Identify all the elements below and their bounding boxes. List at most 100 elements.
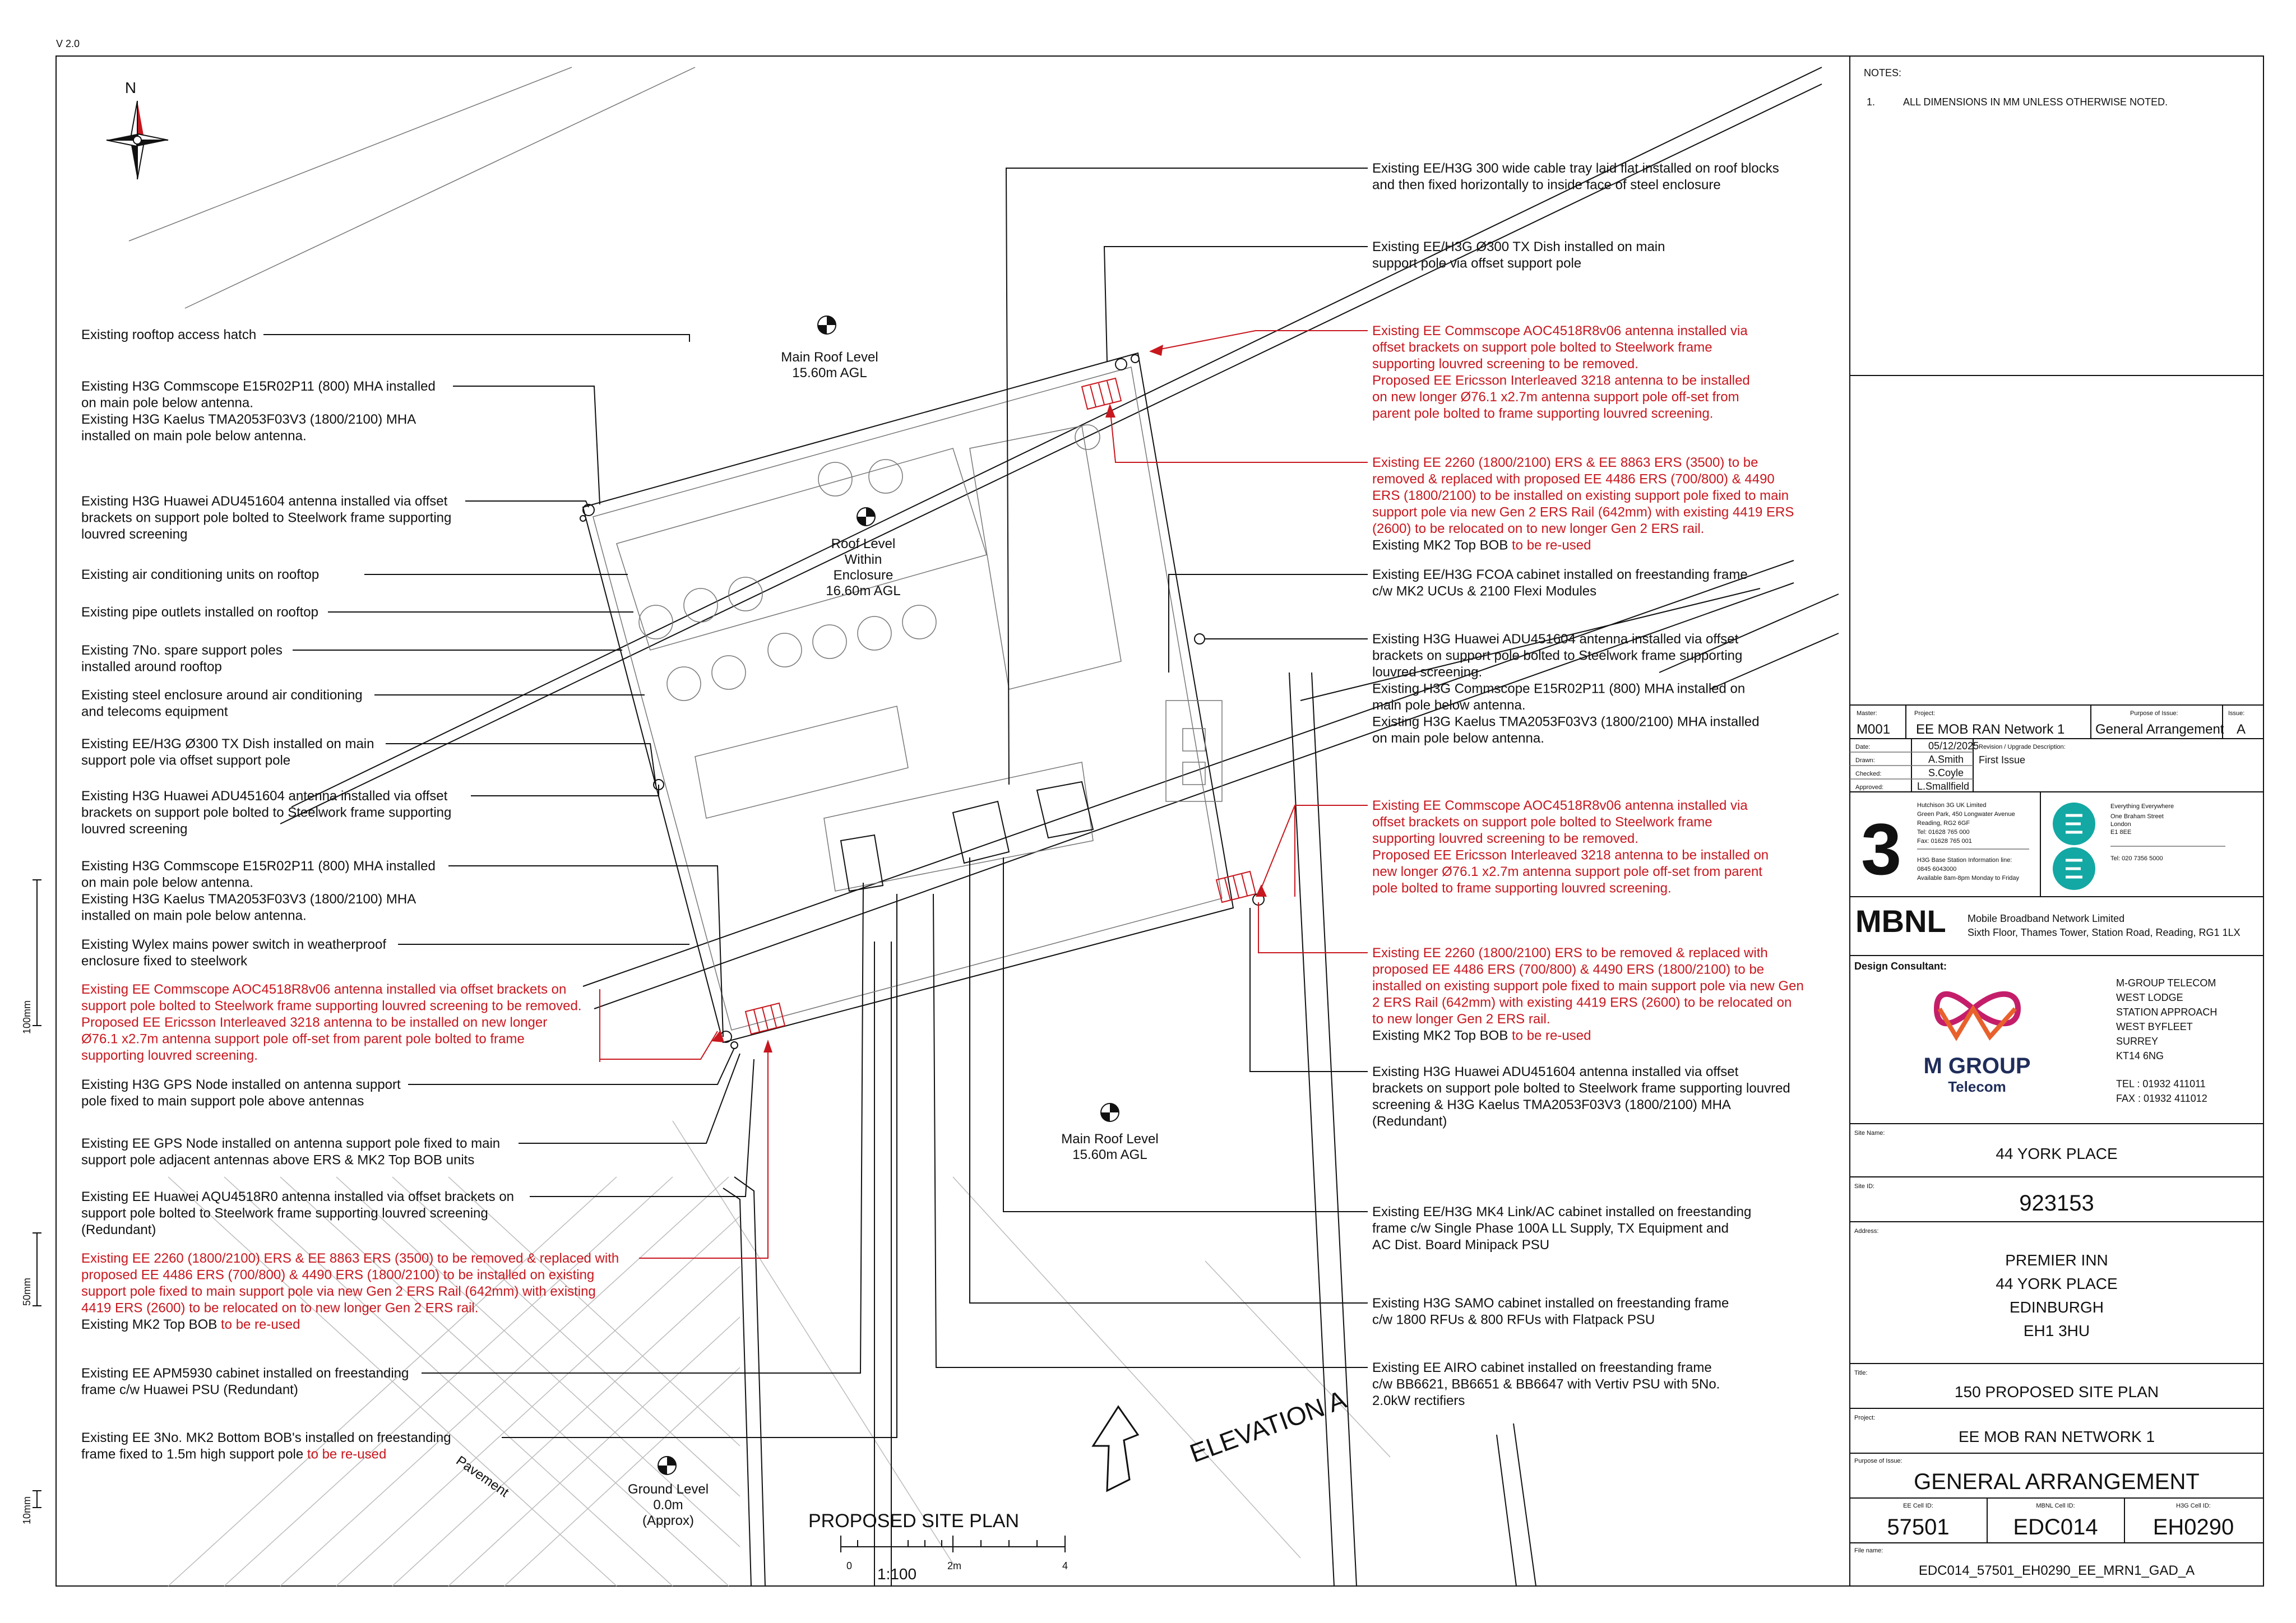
right-note-line: c/w MK2 UCUs & 2100 Flexi Modules: [1372, 584, 1596, 599]
right-note-line: Existing EE/H3G Ø300 TX Dish installed o…: [1372, 239, 1665, 254]
right-note-line: (Redundant): [1372, 1114, 1447, 1129]
right-note-line: frame c/w Single Phase 100A LL Supply, T…: [1372, 1221, 1729, 1236]
right-note-line: Existing H3G Huawei ADU451604 antenna in…: [1372, 632, 1739, 647]
svg-text:A.Smith: A.Smith: [1928, 754, 1964, 765]
leader-lines-right: [933, 168, 1368, 1368]
left-note-7: Existing steel enclosure around air cond…: [81, 688, 363, 720]
margin-scale-bars: 100mm 50mm 10mm: [21, 879, 41, 1524]
arrow-head: [1105, 404, 1115, 418]
left-note-line: Existing rooftop access hatch: [81, 327, 256, 342]
left-note-16: Existing EE 2260 (1800/2100) ERS & EE 88…: [81, 1251, 619, 1332]
left-note-line: installed on main pole below antenna.: [81, 429, 307, 444]
right-note-line: Existing EE Commscope AOC4518R8v06 anten…: [1372, 798, 1748, 813]
scale-tick-2m: 2m: [947, 1560, 961, 1571]
right-note-line: supporting louvred screening to be remov…: [1372, 356, 1638, 372]
left-note-line: louvred screening: [81, 527, 187, 542]
svg-text:EH1 3HU: EH1 3HU: [2024, 1322, 2090, 1339]
right-note-line: supporting louvred screening to be remov…: [1372, 831, 1638, 846]
left-note-line: brackets on support pole bolted to Steel…: [81, 805, 451, 820]
svg-text:STATION APPROACH: STATION APPROACH: [2116, 1007, 2217, 1018]
svg-text:(Approx): (Approx): [642, 1513, 694, 1528]
right-note-line: brackets on support pole bolted to Steel…: [1372, 1081, 1790, 1096]
scale-ratio: 1:100: [877, 1565, 916, 1583]
master-label: Master:: [1857, 710, 1877, 717]
left-note-line: enclosure fixed to steelwork: [81, 954, 248, 969]
svg-text:WEST BYFLEET: WEST BYFLEET: [2116, 1021, 2193, 1032]
title-label: Title:: [1854, 1370, 1867, 1376]
left-note-17: Existing EE APM5930 cabinet installed on…: [81, 1366, 409, 1398]
svg-text:S.Coyle: S.Coyle: [1928, 767, 1964, 778]
left-note-line: Existing EE/H3G Ø300 TX Dish installed o…: [81, 736, 374, 752]
left-note-line: Existing H3G Commscope E15R02P11 (800) M…: [81, 859, 436, 874]
left-note-9: Existing H3G Huawei ADU451604 antenna in…: [81, 789, 451, 837]
right-note-line: on main pole below antenna.: [1372, 731, 1544, 746]
svg-text:Fax: 01628 765 001: Fax: 01628 765 001: [1917, 838, 1972, 845]
consultant-address: M-GROUP TELECOM WEST LODGE STATION APPRO…: [2116, 977, 2217, 1104]
left-note-line: Existing H3G GPS Node installed on anten…: [81, 1077, 401, 1092]
left-note-line: 4419 ERS (2600) to be relocated on to ne…: [81, 1301, 478, 1316]
left-note-line: support pole bolted to Steelwork frame s…: [81, 999, 582, 1014]
scale-bar: [840, 1536, 1066, 1552]
h3g-cell-id-label: H3G Cell ID:: [2176, 1503, 2211, 1509]
right-note-line: c/w BB6621, BB6651 & BB6647 with Vertiv …: [1372, 1377, 1720, 1392]
h3g-cell-id: EH0290: [2153, 1515, 2234, 1539]
level-label-enclosure: Roof Level Within Enclosure 16.60m AGL: [826, 536, 900, 599]
svg-text:15.60m AGL: 15.60m AGL: [792, 365, 867, 381]
file-name-label: File name:: [1854, 1547, 1883, 1554]
right-note-line: AC Dist. Board Minipack PSU: [1372, 1237, 1549, 1253]
title-block: [1849, 56, 2263, 1586]
right-note-line: Existing EE/H3G MK4 Link/AC cabinet inst…: [1372, 1204, 1751, 1219]
right-note-8: Existing EE 2260 (1800/2100) ERS to be r…: [1372, 945, 1804, 1044]
paving-hatch: [168, 1176, 740, 1587]
right-note-line: support pole via new Gen 2 ERS Rail (642…: [1372, 505, 1794, 520]
right-note-line: main pole below antenna.: [1372, 698, 1526, 713]
left-note-line: Existing H3G Kaelus TMA2053F03V3 (1800/2…: [81, 412, 416, 427]
ee-cell-id-label: EE Cell ID:: [1903, 1503, 1933, 1509]
svg-text:Tel: 01628 765 000: Tel: 01628 765 000: [1917, 829, 1970, 836]
svg-text:Telecom: Telecom: [1948, 1078, 2006, 1095]
site-id-label: Site ID:: [1854, 1183, 1874, 1190]
elevation-label: ELEVATION A: [1186, 1384, 1350, 1468]
svg-text:Revision / Upgrade Description: Revision / Upgrade Description:: [1979, 744, 2066, 750]
left-note-line: frame c/w Huawei PSU (Redundant): [81, 1383, 298, 1398]
right-note-2: Existing EE/H3G Ø300 TX Dish installed o…: [1372, 239, 1665, 271]
antenna-corner-se: [1215, 870, 1265, 906]
scale-100mm: 100mm: [21, 1000, 33, 1034]
right-note-line: Existing H3G Kaelus TMA2053F03V3 (1800/2…: [1372, 715, 1760, 730]
right-note-line: Proposed EE Ericsson Interleaved 3218 an…: [1372, 373, 1750, 388]
svg-text:Enclosure: Enclosure: [834, 568, 894, 583]
right-note-11: Existing H3G SAMO cabinet installed on f…: [1372, 1296, 1729, 1328]
left-note-8: Existing EE/H3G Ø300 TX Dish installed o…: [81, 736, 374, 768]
left-note-line: on main pole below antenna.: [81, 396, 253, 411]
left-note-line: installed on main pole below antenna.: [81, 908, 307, 924]
ee-cell-id: 57501: [1887, 1515, 1949, 1539]
right-note-3: Existing EE Commscope AOC4518R8v06 anten…: [1372, 323, 1750, 421]
file-name: EDC014_57501_EH0290_EE_MRN1_GAD_A: [1919, 1563, 2195, 1578]
revision-table: Date: 05/12/2025 Drawn: A.Smith Checked:…: [1855, 740, 2066, 792]
svg-text:KT14 6NG: KT14 6NG: [2116, 1050, 2164, 1061]
right-note-12: Existing EE AIRO cabinet installed on fr…: [1372, 1360, 1720, 1408]
left-note-18: Existing EE 3No. MK2 Bottom BOB's instal…: [81, 1430, 451, 1462]
right-note-line: screening & H3G Kaelus TMA2053F03V3 (180…: [1372, 1097, 1731, 1112]
svg-text:Approved:: Approved:: [1855, 784, 1883, 791]
left-note-line: Existing MK2 Top BOB to be re-used: [81, 1317, 300, 1332]
svg-text:Hutchison 3G UK Limited: Hutchison 3G UK Limited: [1917, 802, 1987, 809]
svg-text:Date:: Date:: [1855, 744, 1870, 750]
svg-text:15.60m AGL: 15.60m AGL: [1072, 1147, 1147, 1162]
left-note-line: Existing EE APM5930 cabinet installed on…: [81, 1366, 409, 1381]
mbnl-cell-id-label: MBNL Cell ID:: [2036, 1503, 2075, 1509]
right-note-line: on new longer Ø76.1 x2.7m antenna suppor…: [1372, 389, 1739, 405]
m-group-logo: M GROUP Telecom: [1923, 991, 2031, 1095]
svg-text:E1 8EE: E1 8EE: [2110, 829, 2131, 836]
svg-text:Tel: 020 7356 5000: Tel: 020 7356 5000: [2110, 855, 2163, 862]
right-note-line: parent pole bolted to frame supporting l…: [1372, 406, 1713, 421]
left-note-line: Existing air conditioning units on rooft…: [81, 567, 319, 582]
right-note-line: Existing EE 2260 (1800/2100) ERS & EE 88…: [1372, 455, 1758, 470]
right-note-line: Existing H3G Huawei ADU451604 antenna in…: [1372, 1064, 1739, 1079]
address-label: Address:: [1854, 1228, 1878, 1235]
right-note-line: Existing H3G SAMO cabinet installed on f…: [1372, 1296, 1729, 1311]
left-note-5: Existing pipe outlets installed on rooft…: [81, 605, 318, 620]
svg-text:PREMIER INN: PREMIER INN: [2005, 1251, 2108, 1269]
project-name: EE MOB RAN NETWORK 1: [1959, 1428, 2155, 1445]
